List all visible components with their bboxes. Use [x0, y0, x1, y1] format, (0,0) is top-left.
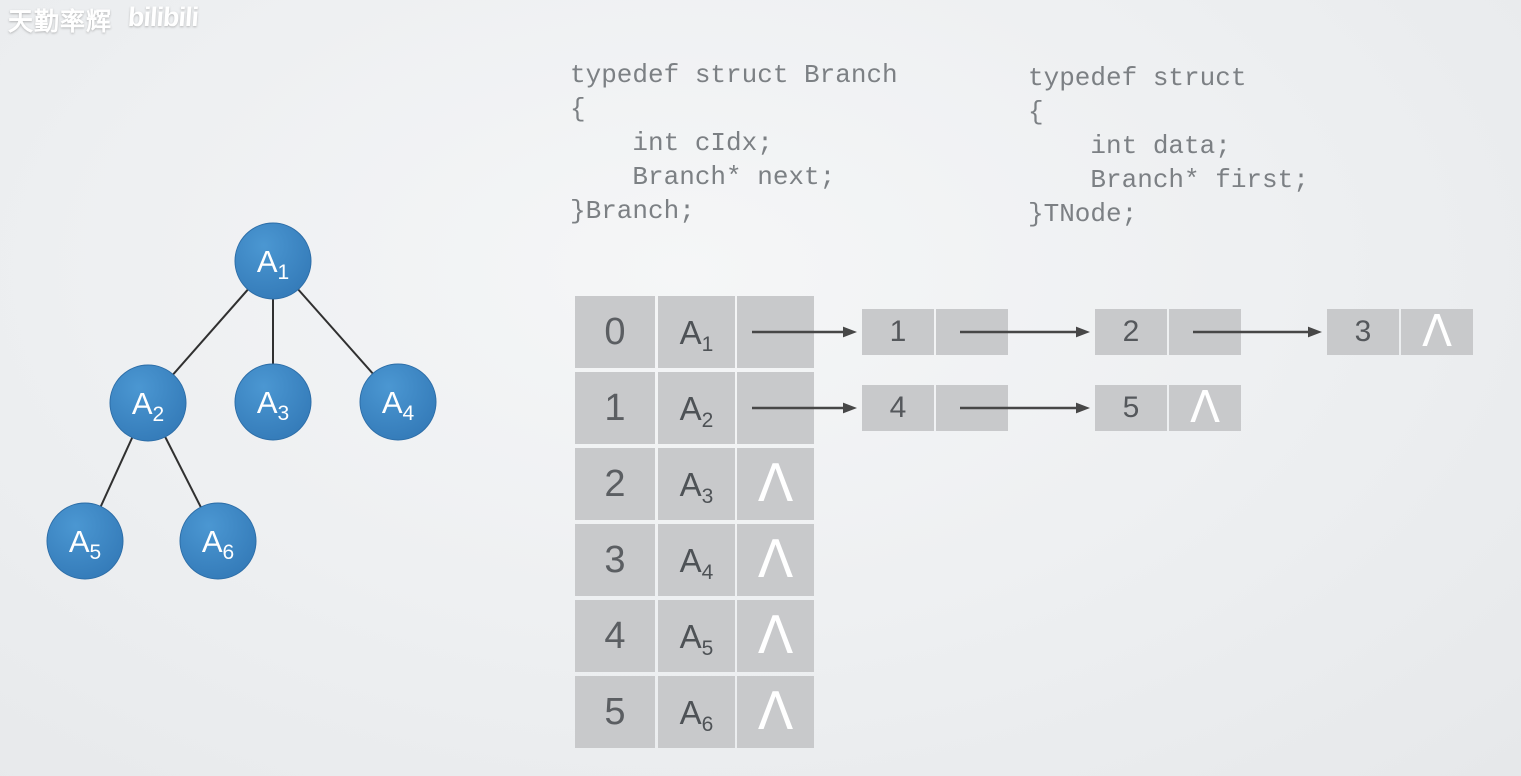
index-cell: 0	[575, 296, 655, 368]
node-label-base: A	[679, 465, 702, 503]
child-pointer-cell	[1169, 309, 1241, 355]
index-cell: 2	[575, 448, 655, 520]
index-cell: 4	[575, 600, 655, 672]
node-label-base: A	[679, 313, 702, 351]
child-pointer-cell	[936, 385, 1008, 431]
node-label-sub: 3	[701, 485, 714, 508]
child-index-cell: 1	[862, 309, 934, 355]
node-label-base: A	[679, 617, 702, 655]
node-label-base: A	[679, 541, 702, 579]
code-tnode-struct: typedef struct { int data; Branch* first…	[1028, 63, 1309, 229]
node-label-base: A	[679, 693, 702, 731]
first-pointer-cell	[737, 296, 814, 368]
first-pointer-cell: Λ	[737, 600, 814, 672]
first-pointer-cell: Λ	[737, 676, 814, 748]
watermark: 天勤率辉 bilibili	[8, 2, 199, 38]
child-pointer-cell: Λ	[1169, 385, 1241, 431]
index-cell: 5	[575, 676, 655, 748]
code-branch-struct: typedef struct Branch { int cIdx; Branch…	[570, 60, 898, 226]
index-cell: 1	[575, 372, 655, 444]
first-pointer-cell: Λ	[737, 448, 814, 520]
index-cell: 3	[575, 524, 655, 596]
child-pointer-cell	[936, 309, 1008, 355]
child-pointer-cell: Λ	[1401, 309, 1473, 355]
node-label-sub: 6	[701, 713, 714, 736]
child-index-cell: 4	[862, 385, 934, 431]
first-pointer-cell: Λ	[737, 524, 814, 596]
child-index-cell: 2	[1095, 309, 1167, 355]
first-pointer-cell	[737, 372, 814, 444]
child-index-cell: 3	[1327, 309, 1399, 355]
node-label-sub: 2	[701, 409, 714, 432]
node-label-sub: 5	[701, 637, 714, 660]
child-index-cell: 5	[1095, 385, 1167, 431]
brand-watermark: 天勤率辉	[8, 8, 113, 36]
node-label-sub: 1	[701, 333, 714, 356]
node-label-sub: 4	[701, 561, 714, 584]
node-label-base: A	[679, 389, 702, 427]
